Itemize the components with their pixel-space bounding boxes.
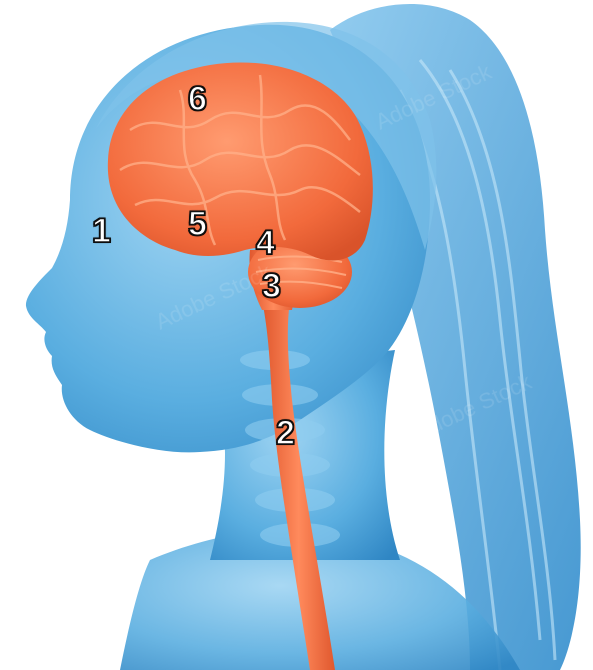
label-3: 3 [262,269,281,303]
svg-text:Adobe Stock: Adobe Stock [32,469,157,545]
label-5: 5 [188,207,207,241]
label-1: 1 [92,214,111,248]
label-2: 2 [276,416,295,450]
svg-text:Adobe Stock: Adobe Stock [12,0,137,65]
label-6: 6 [188,82,207,116]
label-4: 4 [256,226,275,260]
cerebrum [108,62,373,260]
